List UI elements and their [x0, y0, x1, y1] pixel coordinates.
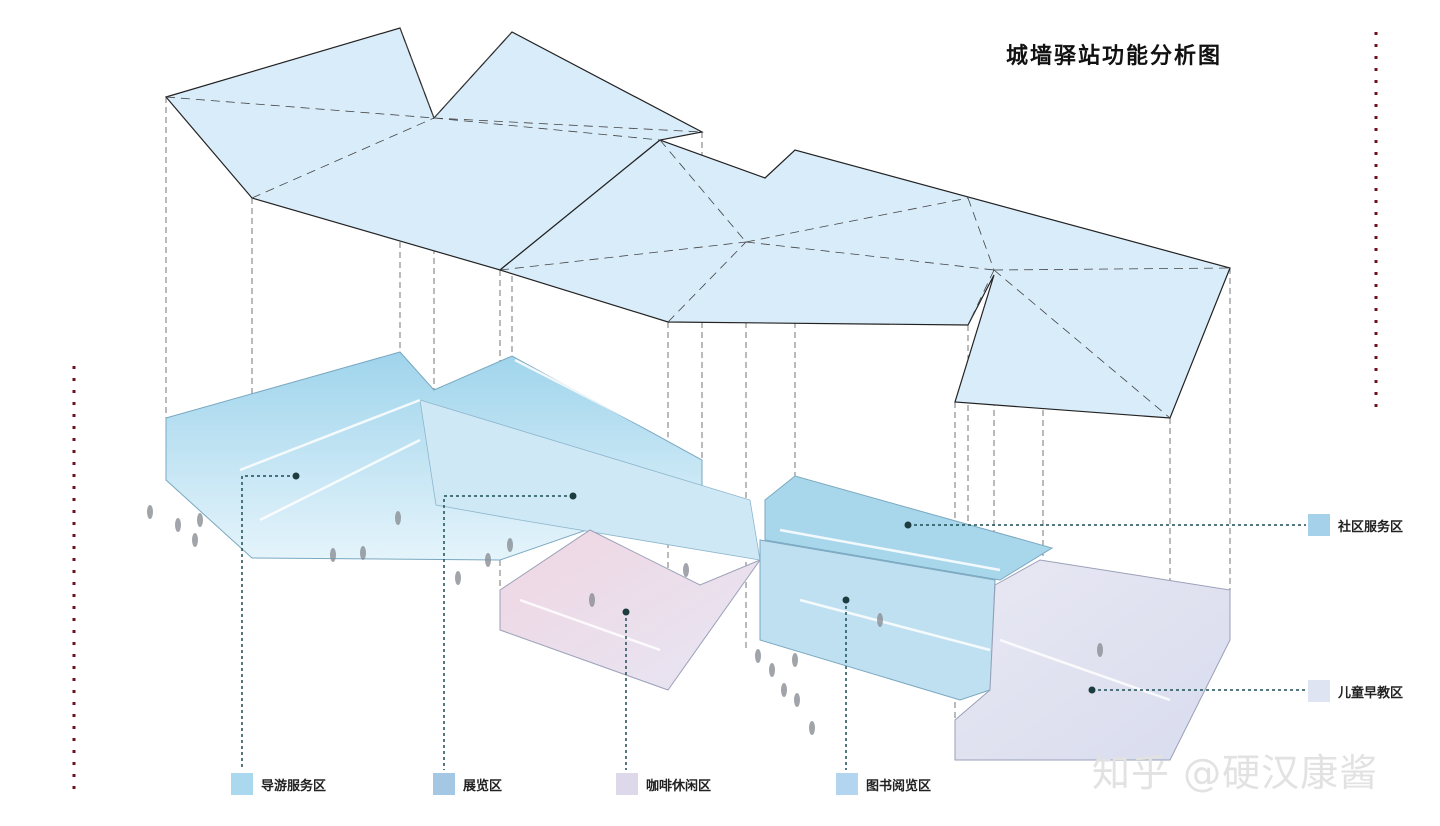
roof-layer — [164, 27, 1231, 419]
legend-exhibit-swatch — [433, 773, 455, 795]
legend-guide-label: 导游服务区 — [261, 778, 327, 794]
legend-library: 图书阅览区 — [836, 773, 931, 795]
legend-children: 儿童早教区 — [1308, 680, 1403, 702]
legend-community: 社区服务区 — [1308, 514, 1403, 536]
legend-library-label: 图书阅览区 — [866, 778, 932, 794]
legend-exhibit: 展览区 — [433, 773, 502, 795]
legend-cafe: 咖啡休闲区 — [616, 773, 711, 795]
legend-guide-swatch — [231, 773, 253, 795]
legend-cafe-swatch — [616, 773, 638, 795]
leader-lines — [241, 475, 1306, 770]
floor-layer — [147, 351, 1231, 761]
legend-community-swatch — [1308, 514, 1330, 536]
legend-cafe-label: 咖啡休闲区 — [646, 778, 712, 794]
leader-dots — [292, 472, 1096, 694]
children-zone — [954, 559, 1231, 761]
legend-exhibit-label: 展览区 — [463, 778, 503, 794]
diagram-title: 城墙驿站功能分析图 — [1006, 43, 1223, 69]
legend-guide: 导游服务区 — [231, 773, 326, 795]
legend-children-swatch — [1308, 680, 1330, 702]
legend-community-label: 社区服务区 — [1338, 519, 1404, 535]
cafe-zone — [499, 529, 762, 691]
legend-children-label: 儿童早教区 — [1338, 685, 1404, 701]
exhibition-corridor — [419, 399, 761, 561]
legend-library-swatch — [836, 773, 858, 795]
watermark-text: 知乎 @硬汉康酱 — [1092, 751, 1379, 795]
